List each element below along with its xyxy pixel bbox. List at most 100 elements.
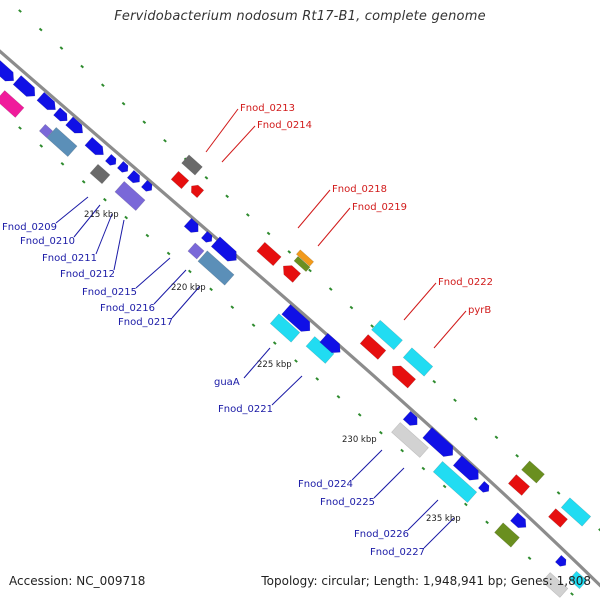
inner-dot xyxy=(294,359,298,363)
genome-backbone xyxy=(0,49,600,588)
outer-dot xyxy=(204,176,209,180)
inner-dot xyxy=(230,305,235,310)
gene-arrow-15 xyxy=(181,154,203,176)
gene-labels: Fnod_0209Fnod_0210Fnod_0211Fnod_0212Fnod… xyxy=(2,103,493,558)
outer-dot xyxy=(100,83,105,87)
gene-arrow-20 xyxy=(210,236,237,262)
gene-label: Fnod_0227 xyxy=(370,547,425,558)
gene-arrow-48 xyxy=(568,570,588,590)
gene-arrow-31 xyxy=(371,319,403,351)
leader-line xyxy=(317,207,351,247)
scale-label: 220 kbp xyxy=(171,283,206,293)
gene-label: Fnod_0211 xyxy=(42,253,97,264)
gene-arrow-13 xyxy=(89,163,111,185)
gene-arrow-16 xyxy=(170,170,190,190)
inner-dot xyxy=(18,126,22,130)
outer-dot xyxy=(38,27,43,32)
gene-arrow-38 xyxy=(477,480,490,493)
gene-label: Fnod_0218 xyxy=(332,184,387,195)
outer-dot xyxy=(494,435,499,440)
outer-dot xyxy=(432,379,437,384)
gene-arrow-2 xyxy=(0,90,25,118)
map-title: Fervidobacterium nodosum Rt17-B1, comple… xyxy=(114,9,486,24)
outer-dot xyxy=(225,194,230,199)
leader-line xyxy=(351,449,383,481)
gene-arrow-43 xyxy=(509,512,527,529)
gene-arrow-35 xyxy=(402,410,418,426)
outer-dot xyxy=(515,454,520,458)
gene-arrow-24 xyxy=(282,265,302,283)
gene-label: Fnod_0216 xyxy=(100,303,155,314)
gene-label: Fnod_0222 xyxy=(438,277,493,288)
inner-dot xyxy=(145,233,150,238)
gene-arrow-0 xyxy=(0,60,15,82)
scale-label: 215 kbp xyxy=(84,210,119,220)
gene-label: Fnod_0212 xyxy=(60,269,115,280)
inner-dot xyxy=(442,484,447,489)
outer-dot xyxy=(266,231,271,236)
gene-label: Fnod_0226 xyxy=(354,529,409,540)
inner-dot xyxy=(272,341,277,345)
outer-dot xyxy=(453,398,457,403)
gene-arrow-47 xyxy=(554,554,567,567)
gene-arrow-28 xyxy=(269,313,301,343)
outer-dot xyxy=(163,138,167,143)
outer-dot xyxy=(80,64,85,69)
gene-label: Fnod_0224 xyxy=(298,479,353,490)
gene-label: Fnod_0214 xyxy=(257,120,312,131)
leader-line xyxy=(243,347,271,379)
gene-arrow-44 xyxy=(494,522,520,548)
inner-dot xyxy=(485,520,489,525)
gene-arrow-49 xyxy=(541,572,569,598)
gene-arrow-9 xyxy=(104,153,117,166)
gene-arrow-39 xyxy=(391,422,429,458)
gene-arrow-34 xyxy=(391,365,417,389)
inner-dot xyxy=(60,162,65,166)
leader-line xyxy=(135,257,171,289)
outer-dot xyxy=(245,213,250,217)
outer-dot xyxy=(287,250,292,254)
outer-dot xyxy=(59,46,64,50)
gene-arrow-21 xyxy=(187,242,205,260)
gene-arrow-10 xyxy=(116,160,129,173)
gene-arrow-40 xyxy=(432,460,478,504)
gene-label: Fnod_0215 xyxy=(82,287,137,298)
gene-arrow-37 xyxy=(452,455,479,481)
gene-label: Fnod_0210 xyxy=(20,236,75,247)
gene-arrow-12 xyxy=(140,179,153,192)
gene-label: Fnod_0221 xyxy=(218,404,273,415)
leader-line xyxy=(171,285,201,319)
gene-arrow-25 xyxy=(295,249,315,267)
outer-dot xyxy=(121,101,126,106)
scale-label: 230 kbp xyxy=(342,435,377,445)
outer-dot xyxy=(328,287,333,291)
inner-dot xyxy=(187,269,192,274)
inner-dot xyxy=(379,430,383,435)
gene-arrow-33 xyxy=(359,334,387,360)
inner-dot xyxy=(570,592,574,596)
gene-arrow-8 xyxy=(84,136,104,156)
leader-line xyxy=(403,282,437,321)
gene-arrow-30 xyxy=(319,332,341,354)
gene-arrow-14 xyxy=(114,180,146,212)
leader-line xyxy=(407,499,439,531)
outer-dot xyxy=(308,268,312,273)
inner-dot xyxy=(357,412,362,417)
inner-dot xyxy=(336,395,341,399)
leader-line xyxy=(373,467,405,499)
outer-dot xyxy=(18,9,22,13)
leader-line xyxy=(221,125,256,163)
gene-label: Fnod_0213 xyxy=(240,103,295,114)
label-leader-lines xyxy=(55,108,467,549)
gene-arrow-42 xyxy=(507,474,531,496)
gene-arrow-41 xyxy=(521,460,545,484)
leader-line xyxy=(73,204,101,238)
leader-line xyxy=(271,375,303,406)
leader-line xyxy=(433,310,467,349)
gene-arrow-32 xyxy=(402,347,434,377)
gene-arrow-36 xyxy=(422,426,454,457)
leader-line xyxy=(205,108,239,153)
